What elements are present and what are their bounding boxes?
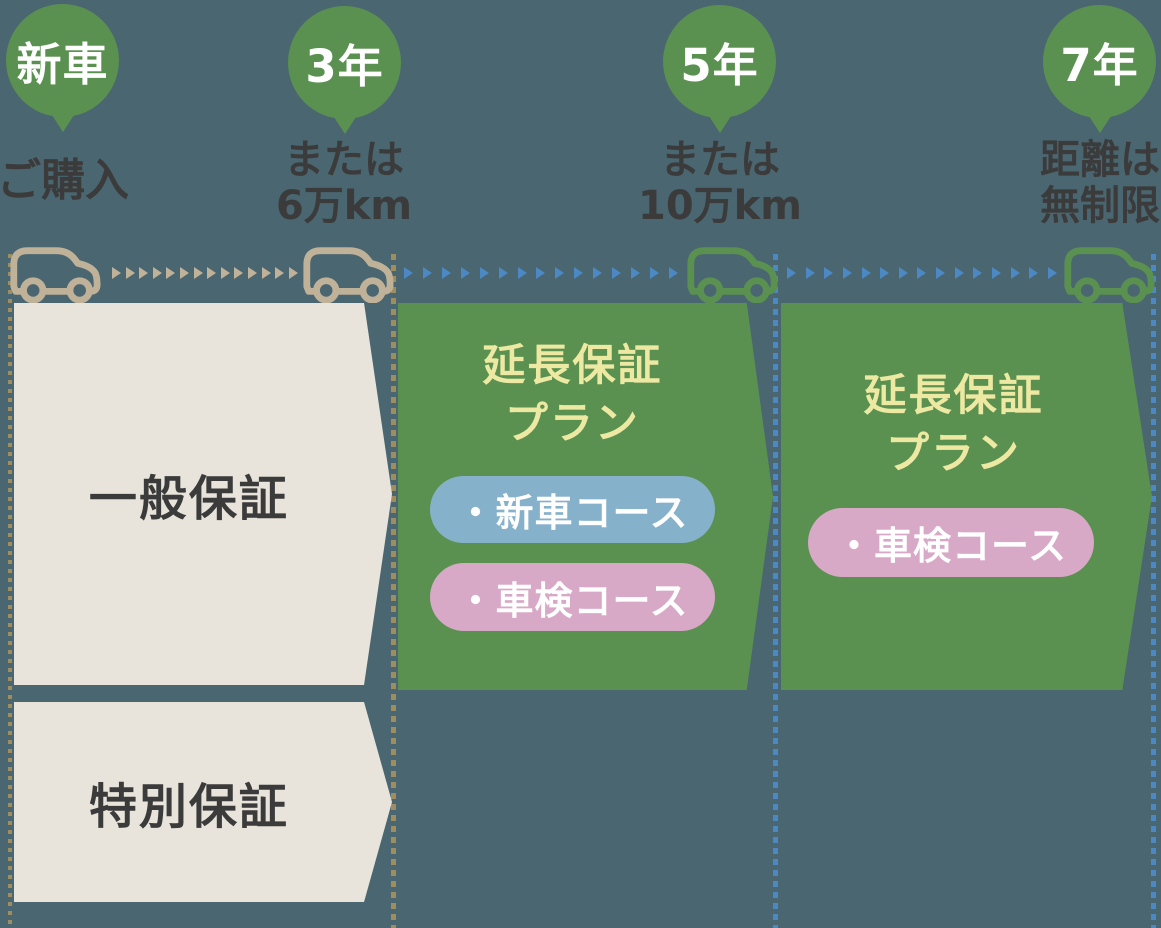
balloon-tail — [1087, 113, 1113, 133]
balloon-tail — [707, 113, 733, 133]
arrow-icon — [1047, 267, 1057, 279]
arrow-icon — [805, 267, 815, 279]
special-warranty-label: 特別保証 — [88, 779, 289, 835]
arrow-icon — [992, 267, 1002, 279]
arrow-icon — [612, 267, 622, 279]
special-warranty-block: 特別保証 — [14, 702, 392, 902]
arrow-icon — [112, 267, 121, 279]
arrow-chain-purchase-to-3y — [112, 266, 298, 280]
car-icon — [687, 247, 778, 303]
arrow-icon — [536, 267, 546, 279]
guide-line-purchase — [8, 254, 12, 928]
milestone-label-5-years: または 10万km — [638, 137, 802, 229]
arrow-icon — [574, 267, 584, 279]
arrow-icon — [787, 267, 796, 279]
inspection-course-pill: ・車検コース — [430, 563, 715, 631]
arrow-icon — [288, 267, 298, 279]
arrow-icon — [861, 267, 871, 279]
inspection-course-pill: ・車検コース — [808, 508, 1094, 577]
balloon-tail — [332, 114, 358, 134]
car-icon — [303, 247, 394, 303]
guide-line-3-years — [391, 254, 396, 928]
arrow-icon — [220, 267, 230, 279]
arrow-icon — [275, 267, 285, 279]
arrow-icon — [441, 267, 451, 279]
extended-plan-title-line2: プラン — [886, 429, 1021, 479]
car-icon — [10, 247, 101, 303]
arrow-icon — [404, 267, 413, 279]
arrow-icon — [917, 267, 927, 279]
arrow-icon — [593, 267, 603, 279]
general-warranty-label: 一般保証 — [88, 471, 289, 527]
arrow-icon — [422, 267, 432, 279]
arrow-icon — [631, 267, 641, 279]
milestone-badge-3-years: 3年 — [288, 6, 401, 119]
arrow-icon — [248, 267, 258, 279]
arrow-icon — [180, 267, 190, 279]
arrow-icon — [125, 267, 135, 279]
arrow-icon — [498, 267, 508, 279]
arrow-icon — [193, 267, 203, 279]
arrow-icon — [936, 267, 946, 279]
arrow-icon — [954, 267, 964, 279]
new-car-course-pill: ・新車コース — [430, 476, 715, 543]
guide-line-5-years — [773, 254, 778, 928]
arrow-icon — [973, 267, 983, 279]
arrow-icon — [1029, 267, 1039, 279]
extended-plan-title: 延長保証 プラン — [398, 337, 747, 453]
milestone-label-purchase: ご購入 — [0, 155, 129, 206]
milestone-badge-7-years: 7年 — [1043, 5, 1156, 118]
arrow-icon — [166, 267, 176, 279]
extended-plan-title: 延長保証 プラン — [781, 367, 1126, 483]
extended-plan-title-line1: 延長保証 — [863, 371, 1044, 421]
car-icon — [1064, 247, 1155, 303]
extended-plan-block-5to7: 延長保証 プラン — [781, 303, 1152, 690]
arrow-icon — [668, 267, 678, 279]
arrow-icon — [649, 267, 659, 279]
arrow-icon — [824, 267, 834, 279]
arrow-icon — [555, 267, 565, 279]
arrow-icon — [460, 267, 470, 279]
extended-plan-title-line1: 延長保証 — [482, 341, 663, 391]
guide-line-7-years — [1151, 254, 1156, 928]
arrow-icon — [517, 267, 527, 279]
balloon-tail — [50, 112, 76, 132]
arrow-icon — [880, 267, 890, 279]
arrow-icon — [207, 267, 217, 279]
arrow-icon — [234, 267, 244, 279]
arrow-icon — [898, 267, 908, 279]
arrow-icon — [152, 267, 162, 279]
arrow-icon — [139, 267, 149, 279]
arrow-icon — [1010, 267, 1020, 279]
arrow-icon — [479, 267, 489, 279]
milestone-badge-5-years: 5年 — [663, 5, 776, 118]
milestone-label-3-years: または 6万km — [275, 137, 413, 229]
milestone-badge-new-car: 新車 — [6, 4, 119, 117]
extended-plan-title-line2: プラン — [504, 399, 640, 449]
milestone-label-7-years: 距離は 無制限 — [1040, 137, 1160, 229]
arrow-icon — [261, 267, 271, 279]
arrow-icon — [842, 267, 852, 279]
arrow-chain-3y-to-5y — [404, 266, 678, 280]
general-warranty-block: 一般保証 — [14, 303, 392, 685]
arrow-chain-5y-to-7y — [787, 266, 1057, 280]
